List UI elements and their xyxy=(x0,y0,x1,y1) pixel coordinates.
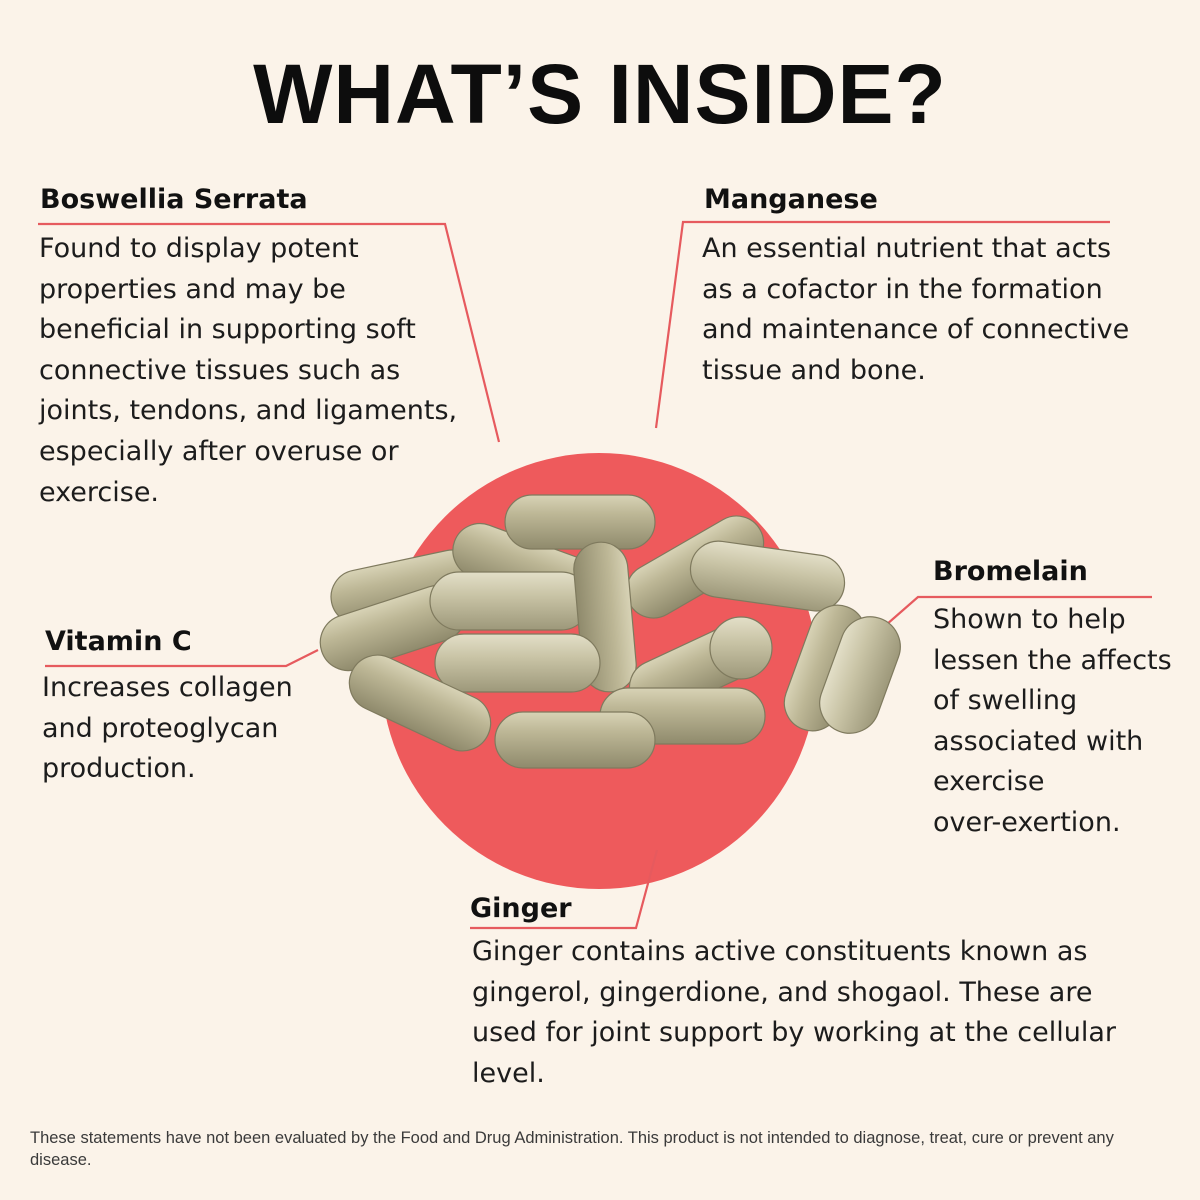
bromelain-line: over-exertion. xyxy=(933,806,1121,838)
boswellia-line: properties and may be xyxy=(39,273,346,305)
bromelain-line: of swelling xyxy=(933,685,1078,717)
boswellia-heading: Boswellia Serrata xyxy=(40,184,308,215)
boswellia-line: Found to display potent xyxy=(39,233,359,264)
boswellia-line: exercise. xyxy=(39,476,160,508)
bromelain-line: lessen the affects xyxy=(933,644,1172,676)
connector-lines xyxy=(38,220,1152,930)
vitamin-c-description: Increases collagen and proteoglycan prod… xyxy=(42,668,293,790)
bromelain-line: Shown to help xyxy=(933,604,1126,635)
vitamin-c-connector xyxy=(45,649,319,668)
vitamin-c-line: production. xyxy=(42,753,196,785)
ginger-heading: Ginger xyxy=(470,893,572,924)
boswellia-line: connective tissues such as xyxy=(39,354,401,386)
boswellia-description: Found to display potent properties and m… xyxy=(39,229,457,513)
boswellia-connector xyxy=(38,222,501,443)
manganese-line: tissue and bone. xyxy=(702,354,926,386)
manganese-line: and maintenance of connective xyxy=(702,314,1130,346)
vitamin-c-heading: Vitamin C xyxy=(45,626,192,657)
bromelain-description: Shown to help lessen the affects of swel… xyxy=(933,600,1172,844)
manganese-heading: Manganese xyxy=(704,184,878,215)
fda-disclaimer: These statements have not been evaluated… xyxy=(30,1129,1114,1169)
boswellia-line: especially after overuse or xyxy=(39,435,399,467)
page-title: WHAT’S INSIDE? xyxy=(253,47,947,141)
ginger-line: gingerol, gingerdione, and shogaol. Thes… xyxy=(472,976,1093,1008)
capsules-pile-icon xyxy=(319,494,901,769)
manganese-line: as a cofactor in the formation xyxy=(702,273,1103,305)
bromelain-line: associated with xyxy=(933,725,1144,757)
manganese-description: An essential nutrient that acts as a cof… xyxy=(702,229,1129,391)
vitamin-c-line: and proteoglycan xyxy=(42,712,279,744)
manganese-line: An essential nutrient that acts xyxy=(702,233,1112,264)
bromelain-line: exercise xyxy=(933,766,1045,798)
bromelain-heading: Bromelain xyxy=(933,556,1088,587)
bromelain-connector xyxy=(877,595,1152,633)
manganese-connector xyxy=(654,220,1110,429)
ginger-connector xyxy=(470,849,659,930)
ginger-line: level. xyxy=(472,1057,545,1089)
ginger-description: Ginger contains active constituents know… xyxy=(472,932,1116,1094)
ginger-line: used for joint support by working at the… xyxy=(472,1017,1116,1049)
boswellia-line: beneficial in supporting soft xyxy=(39,314,416,346)
ginger-line: Ginger contains active constituents know… xyxy=(472,936,1088,967)
boswellia-line: joints, tendons, and ligaments, xyxy=(39,395,458,427)
vitamin-c-line: Increases collagen xyxy=(42,672,293,703)
